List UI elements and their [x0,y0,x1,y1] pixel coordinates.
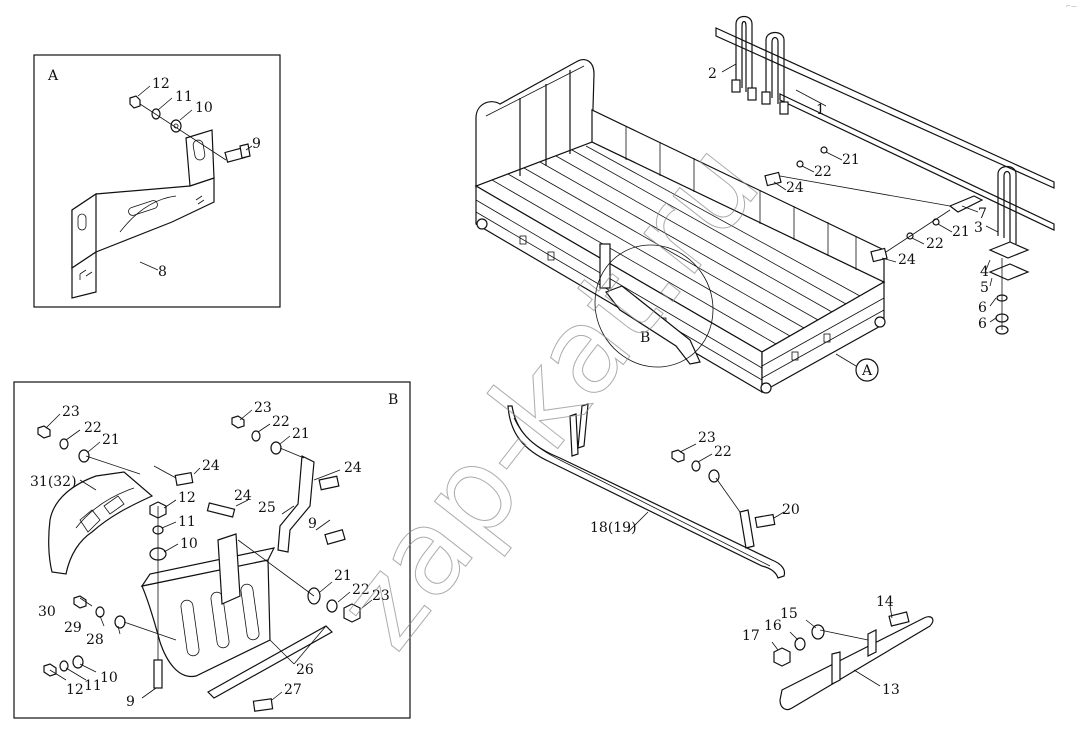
inset-b-letter: B [388,392,398,408]
callout-t-24b: 24 [898,252,916,268]
callout-rb-14: 14 [876,594,894,610]
callout-b-21c: 21 [334,568,352,584]
bracket-part-25 [277,455,315,553]
callout-b-24c: 24 [344,460,362,476]
callout-b-9a: 9 [308,516,317,532]
u-bolt-3 [997,165,1017,244]
callout-b-22b: 22 [272,414,290,430]
callout-b-10b: 10 [100,670,118,686]
callout-r-18-19: 18(19) [590,520,637,536]
bracket-part-8 [71,129,215,299]
inset-b-frame [13,381,411,719]
callout-t-6a: 6 [978,300,987,316]
callout-b-29: 29 [64,620,82,636]
spacer-part-7 [948,195,984,213]
callout-b-10a: 10 [180,536,198,552]
callout-b-31-32: 31(32) [30,474,77,490]
callout-t-4: 4 [980,264,989,280]
callout-r-23: 23 [698,430,716,446]
inset-a-letter: A [47,68,59,84]
callout-rb-15: 15 [780,606,798,622]
callout-t-21a: 21 [842,152,860,168]
tailgate [760,280,886,394]
crossmember [605,285,701,365]
callout-a-10: 10 [195,100,213,116]
callout-rb-17: 17 [742,628,760,644]
callout-t-2: 2 [708,66,717,82]
callout-r-22: 22 [714,444,732,460]
callout-b-24a: 24 [202,458,220,474]
callout-b-26: 26 [296,662,314,678]
callout-b-21a: 21 [102,432,120,448]
callout-t-1: 1 [816,102,825,118]
callout-b-30: 30 [38,604,56,620]
subframe-rails [715,15,1055,367]
callout-b-23a: 23 [62,404,80,420]
view-marker-a: A [855,358,879,382]
callout-a-11: 11 [175,89,193,105]
callout-rb-16: 16 [764,618,782,634]
headboard [475,59,595,187]
inset-a-frame [33,54,281,308]
ubolt-clamp-stack [988,241,1030,335]
rear-bumper-13 [771,605,934,711]
side-rail-18 [507,403,786,579]
callout-b-9b: 9 [126,694,135,710]
callout-t-24a: 24 [786,180,804,196]
callout-b-23c: 23 [372,588,390,604]
detail-circle-b [594,244,714,368]
callout-b-11b: 11 [84,678,102,694]
inset-b-leaders [45,409,373,701]
callout-t-7: 7 [978,206,987,222]
callout-b-23b: 23 [254,400,272,416]
inset-a: A [33,54,281,308]
callout-t-3: 3 [974,220,983,236]
callout-b-27: 27 [284,682,302,698]
callout-b-22a: 22 [84,420,102,436]
callout-b-24b: 24 [234,488,252,504]
callout-a-12: 12 [152,76,170,92]
callout-b-21b: 21 [292,426,310,442]
view-marker-a-letter: A [861,363,873,379]
inset-a-leaders [137,85,253,271]
mudguard-bracket-31 [48,471,154,575]
callout-b-12b: 12 [66,682,84,698]
callout-rb-13: 13 [882,682,900,698]
cargo-body [474,59,886,394]
callout-b-12a: 12 [178,490,196,506]
callout-t-6b: 6 [978,316,987,332]
floor-slats [491,145,861,345]
fasteners-a [129,95,251,163]
callout-b-22c: 22 [352,582,370,598]
callout-t-5: 5 [980,280,989,296]
callout-a-9: 9 [252,136,261,152]
fasteners-b [37,415,361,712]
inset-b: B [13,381,411,719]
callout-r-20: 20 [782,502,800,518]
u-bolt-2a [731,15,757,101]
callout-b-11a: 11 [178,514,196,530]
mud-flap-26 [140,533,333,699]
truck-leaders [721,63,999,367]
side-latch [599,243,611,289]
callout-t-22a: 22 [814,164,832,180]
corner-mark: ⌐— [1066,3,1077,10]
view-marker-b: B [640,330,650,346]
callout-b-25: 25 [258,500,276,516]
callout-b-28: 28 [86,632,104,648]
callout-a-8: 8 [158,264,167,280]
u-bolt-2b [761,31,789,115]
callout-t-21b: 21 [952,224,970,240]
callout-t-22b: 22 [926,236,944,252]
